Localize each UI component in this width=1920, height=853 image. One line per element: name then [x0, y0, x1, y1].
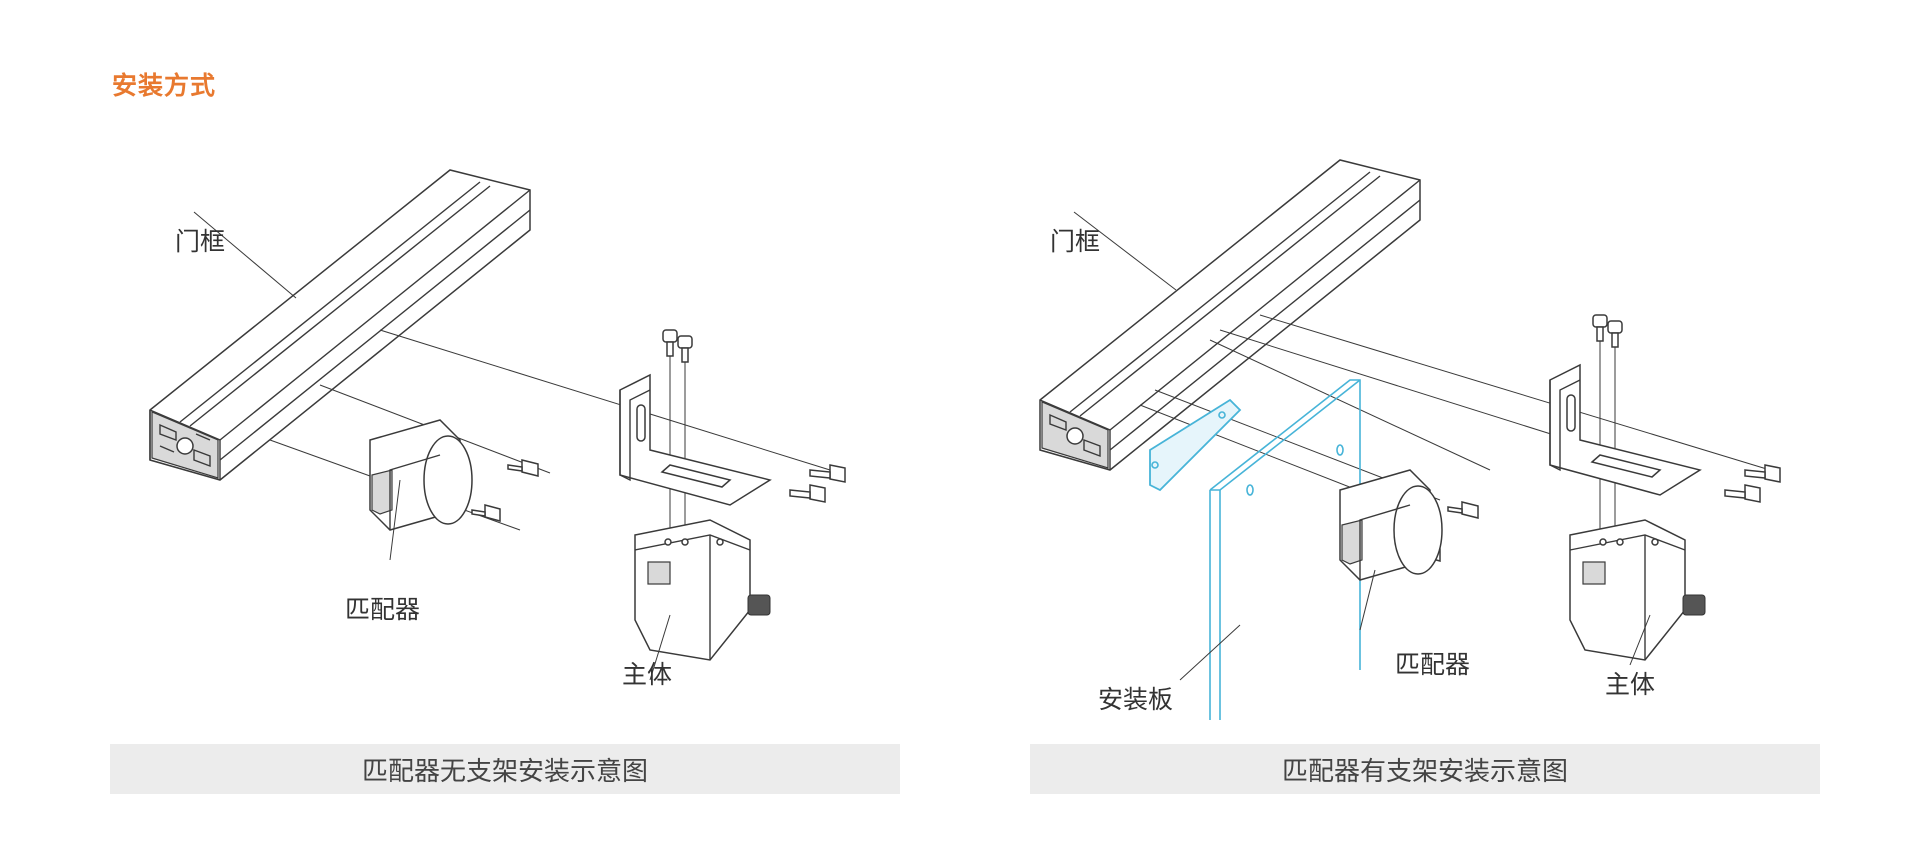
- screws-top: [1592, 314, 1623, 348]
- diagram-no-bracket: 门框 匹配器 主体: [110, 150, 940, 720]
- matcher: [1339, 469, 1443, 581]
- screws-matcher: [471, 459, 539, 522]
- leader-lines: [1073, 211, 1651, 681]
- diagram-no-bracket-drawing: [149, 169, 846, 681]
- label-matcher: 匹配器: [1395, 650, 1471, 679]
- door-frame: [1039, 159, 1421, 471]
- l-bracket: [1549, 363, 1702, 496]
- main-body: [634, 519, 771, 661]
- screws-right: [1724, 464, 1781, 503]
- label-main-body: 主体: [1605, 670, 1656, 699]
- caption-no-bracket: 匹配器无支架安装示意图: [110, 744, 900, 794]
- caption-with-bracket: 匹配器有支架安装示意图: [1030, 744, 1820, 794]
- diagram-with-bracket-drawing: [1039, 159, 1781, 720]
- matcher: [369, 419, 473, 531]
- install-plate: [1149, 379, 1361, 720]
- label-matcher: 匹配器: [345, 595, 421, 624]
- main-body: [1569, 519, 1706, 661]
- label-install-plate: 安装板: [1098, 685, 1174, 714]
- label-door-frame: 门框: [1050, 227, 1101, 256]
- screws-right: [789, 464, 846, 503]
- leader-lines: [193, 211, 671, 681]
- screws-top: [662, 329, 693, 363]
- label-main-body: 主体: [622, 660, 673, 689]
- section-title: 安装方式: [112, 71, 217, 100]
- diagram-with-bracket: 门框 安装板 匹配器 主体: [1010, 150, 1840, 720]
- label-door-frame: 门框: [175, 227, 226, 256]
- l-bracket: [619, 373, 772, 506]
- door-frame: [149, 169, 531, 481]
- pilot-lines: [1139, 314, 1771, 555]
